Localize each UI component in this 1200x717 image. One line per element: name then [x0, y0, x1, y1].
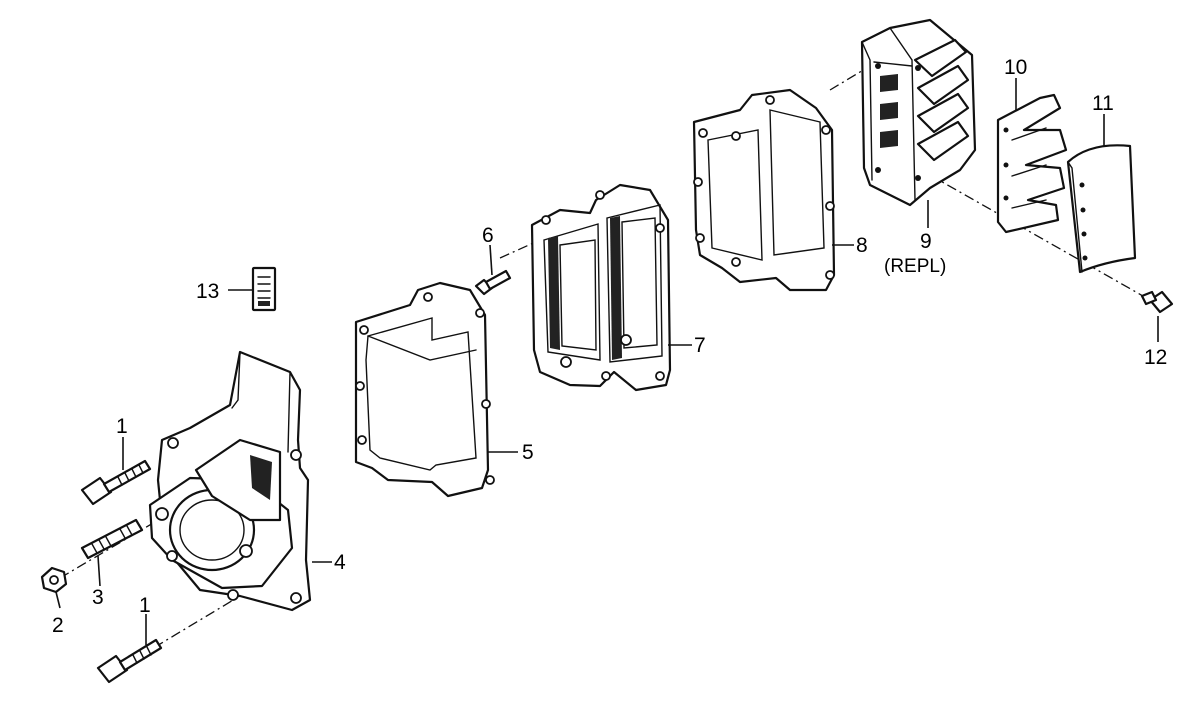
- part-7-reed-plate: [530, 183, 672, 392]
- part-9-reed-block: [860, 18, 977, 207]
- callout-4: 4: [334, 551, 346, 574]
- part-1-screw-upper: [80, 459, 152, 506]
- callout-12: 12: [1144, 346, 1167, 369]
- part-2-nut: [40, 566, 68, 594]
- part-12-screw: [1140, 290, 1174, 314]
- leader-lines: [55, 78, 1159, 645]
- callout-8: 8: [856, 234, 868, 257]
- part-1-screw-lower: [96, 638, 163, 684]
- callout-2: 2: [52, 614, 64, 637]
- callout-9-note: (REPL): [884, 256, 946, 277]
- callout-11: 11: [1092, 92, 1114, 115]
- part-4-intake-adaptor: [148, 350, 312, 612]
- part-11-reed-stop: [1066, 144, 1137, 274]
- callout-labels: 1 1 2 3 4 5 6 7 8 9 (REPL) 10 11 12 13: [52, 56, 1167, 637]
- callout-7: 7: [694, 334, 706, 357]
- callout-1-lower: 1: [139, 594, 151, 617]
- part-13-decal: [251, 266, 277, 312]
- callout-13: 13: [196, 280, 219, 303]
- callout-9: 9: [920, 230, 932, 253]
- callout-1-upper: 1: [116, 415, 128, 438]
- part-5-gasket: [354, 281, 495, 498]
- callout-3: 3: [92, 586, 104, 609]
- callout-10: 10: [1004, 56, 1027, 79]
- callout-5: 5: [522, 441, 534, 464]
- part-10-reed-petals: [996, 93, 1068, 234]
- part-8-gasket: [692, 88, 836, 292]
- callout-6: 6: [482, 224, 494, 247]
- part-6-screw: [474, 269, 512, 296]
- part-3-stud: [80, 518, 144, 560]
